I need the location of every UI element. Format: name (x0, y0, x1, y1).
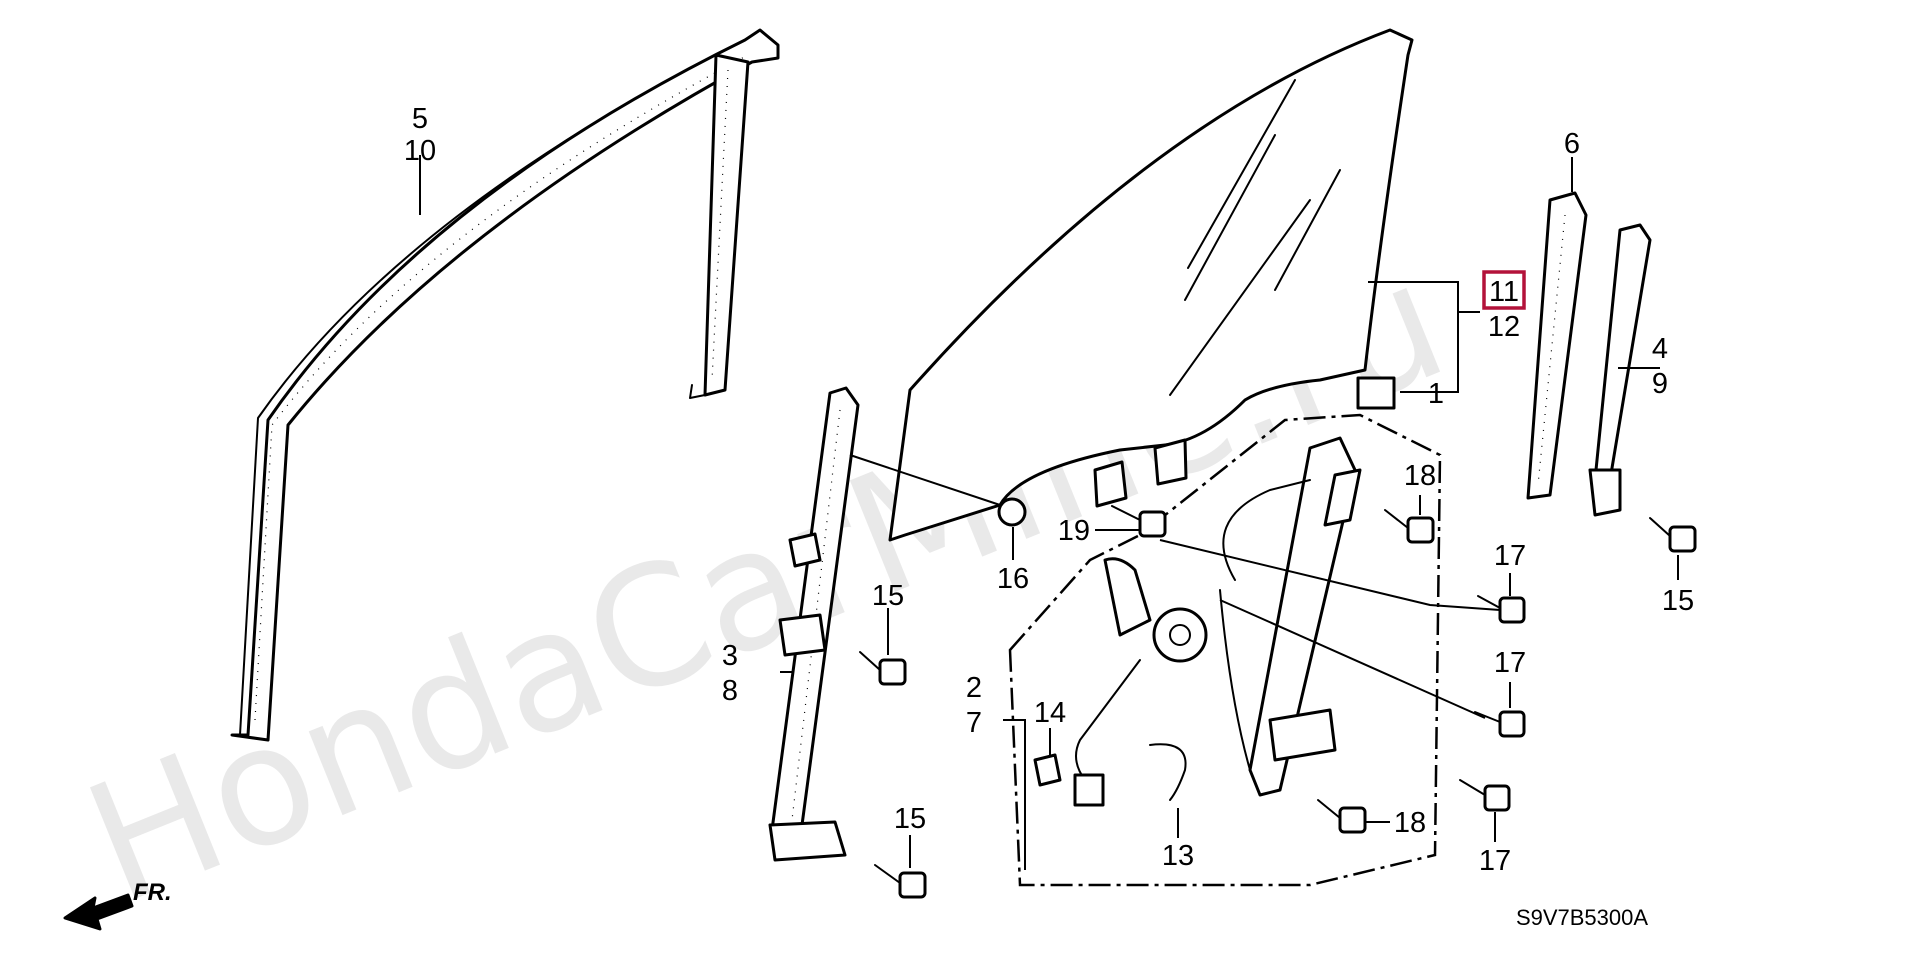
callout-18-low[interactable]: 18 (1394, 807, 1426, 839)
bolt-18-low[interactable] (1317, 799, 1367, 834)
callout-18-top[interactable]: 18 (1404, 460, 1436, 492)
bolt-15-left-low[interactable] (874, 864, 927, 899)
callout-17-top[interactable]: 17 (1494, 540, 1526, 572)
leader-17a-to-reg (1159, 539, 1501, 611)
callout-13[interactable]: 13 (1162, 840, 1194, 872)
part-1-label[interactable] (1356, 376, 1396, 410)
part-13-harness[interactable] (1149, 743, 1187, 801)
callout-11-highlight (1482, 270, 1526, 310)
bolt-19[interactable] (1111, 505, 1167, 538)
callout-19[interactable]: 19 (1058, 515, 1090, 547)
callout-11[interactable]: 11 (1489, 276, 1519, 308)
callout-15-left-low[interactable]: 15 (894, 803, 926, 835)
regulator-kit-outline (1008, 413, 1442, 887)
bolt-16[interactable] (997, 497, 1027, 527)
callout-10: 10 (404, 135, 436, 167)
front-direction-arrow: FR. (63, 879, 172, 931)
diagram-code: S9V7B5300A (1516, 905, 1648, 930)
callout-3[interactable]: 3 (722, 640, 738, 672)
callout-14[interactable]: 14 (1034, 697, 1066, 729)
leader-17b-to-reg (1219, 599, 1486, 719)
callout-16[interactable]: 16 (997, 563, 1029, 595)
callout-9[interactable]: 9 (1652, 368, 1668, 400)
run-channel-rear-lower[interactable] (768, 386, 860, 862)
bolt-17-low[interactable] (1459, 779, 1511, 812)
callout-4[interactable]: 4 (1652, 333, 1668, 365)
callout-15-right[interactable]: 15 (1662, 585, 1694, 617)
callout-6: 6 (1564, 128, 1580, 160)
part-14-clip[interactable] (1033, 753, 1062, 787)
bolt-15-left-top[interactable] (859, 651, 907, 686)
callout-7[interactable]: 7 (966, 707, 982, 739)
run-channel-front-sash[interactable] (230, 28, 780, 742)
callout-17-low[interactable]: 17 (1479, 845, 1511, 877)
leader-2-7 (1003, 719, 1026, 870)
bolt-17-mid[interactable] (1474, 710, 1526, 738)
fr-label: FR. (133, 879, 172, 906)
callout-1[interactable]: 1 (1428, 378, 1444, 410)
run-channel-rear[interactable] (1588, 223, 1652, 517)
callout-15-left-top[interactable]: 15 (872, 580, 904, 612)
leader-16-to-channel (849, 454, 1001, 506)
callout-5: 5 (412, 103, 428, 135)
run-channel-center-pillar[interactable] (1526, 191, 1588, 500)
bolt-15-right[interactable] (1649, 517, 1697, 553)
callout-12[interactable]: 12 (1488, 311, 1520, 343)
bolt-18-top[interactable] (1384, 509, 1435, 544)
window-regulator[interactable] (1073, 436, 1362, 807)
leader-11-12-bracket (1368, 281, 1459, 393)
callout-17-mid[interactable]: 17 (1494, 647, 1526, 679)
callout-2[interactable]: 2 (966, 672, 982, 704)
door-glass[interactable] (888, 28, 1414, 542)
callout-8[interactable]: 8 (722, 675, 738, 707)
